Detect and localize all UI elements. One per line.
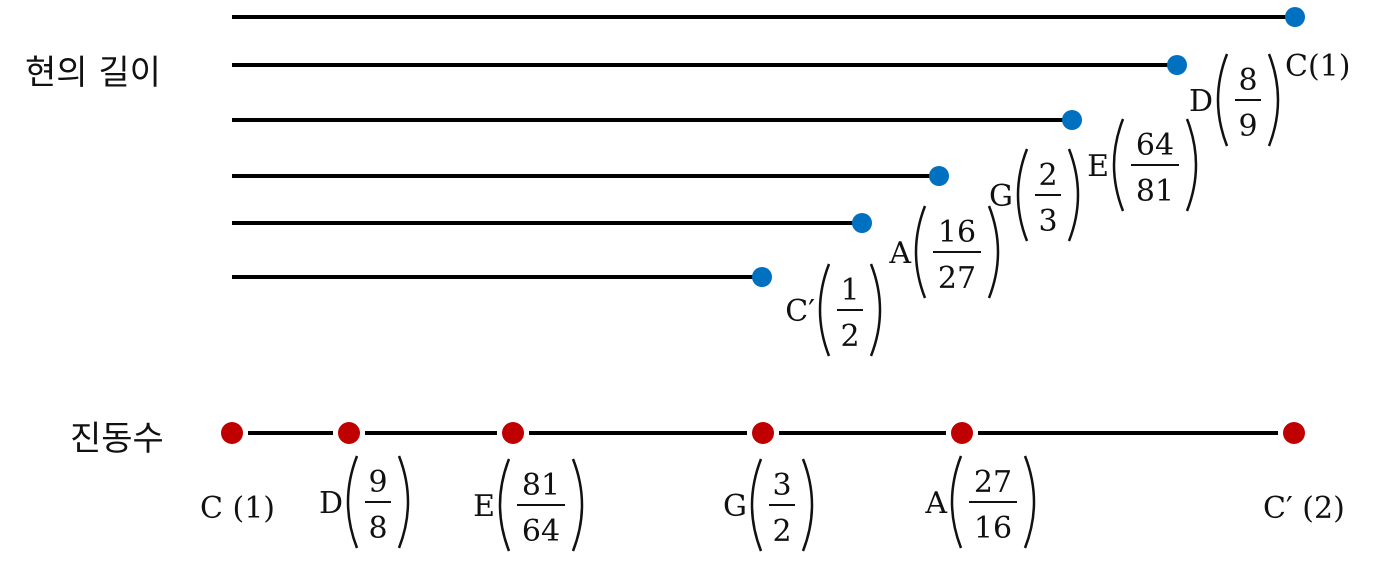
frequency-label-denominator: 2 [772,514,791,549]
string-label-left-paren [818,263,831,357]
string-label-note: G [989,179,1013,214]
string-label-note: C′ [785,294,815,329]
string-label-left-paren [1216,53,1229,147]
string-dot [1062,110,1082,130]
string-dot [1167,55,1187,75]
frequency-label-simple: C′ (2) [1263,491,1345,526]
frequency-label-note: A [924,486,947,521]
string-label-denominator: 9 [1238,109,1257,144]
string-dot [752,267,772,287]
string-label-denominator: 27 [938,261,976,296]
string-label-left-paren [1016,148,1029,242]
frequency-dot [338,422,360,444]
frequency-label-left-paren [950,455,963,549]
string-label-right-paren [1267,53,1280,147]
frequency-dot [502,422,524,444]
frequency-label-denominator: 64 [522,514,560,549]
string-label-left-paren [1112,118,1125,212]
string-label-numerator: 64 [1136,128,1174,163]
string-dot [852,213,872,233]
string-label-numerator: 8 [1238,63,1257,98]
string-label-note: E [1087,149,1109,184]
string-label-left-paren [914,205,927,299]
frequency-label-numerator: 3 [772,468,791,503]
frequency-label-note: E [473,489,495,524]
frequency-label-left-paren [498,458,511,552]
string-label-denominator: 3 [1038,204,1057,239]
string-label-numerator: 2 [1038,158,1057,193]
frequency-label-numerator: 81 [522,468,560,503]
frequency-label-left-paren [346,455,359,549]
frequency-label-right-paren [1023,455,1036,549]
frequency-label-simple: C (1) [200,491,275,526]
frequency-label-right-paren [397,455,410,549]
string-label-numerator: 16 [938,215,976,250]
frequency-label-denominator: 16 [974,511,1012,546]
frequency-label-numerator: 9 [368,465,387,500]
string-dot [929,166,949,186]
frequency-label-note: D [319,486,343,521]
frequency-label-numerator: 27 [974,465,1012,500]
frequency-dot [221,422,243,444]
frequency-label-denominator: 8 [368,511,387,546]
frequency-dot [752,422,774,444]
string-label-c: C(1) [1285,49,1350,84]
string-label-right-paren [1067,148,1080,242]
string-label-note: D [1189,84,1213,119]
string-label-numerator: 1 [840,273,859,308]
frequency-label-right-paren [801,458,814,552]
frequency-label-right-paren [571,458,584,552]
frequency-dot [1283,422,1305,444]
string-label-denominator: 81 [1136,174,1174,209]
frequency-label: 진동수 [70,419,164,459]
string-label-denominator: 2 [840,319,859,354]
frequency-dot [951,422,973,444]
string-dot [1285,7,1305,27]
string-label-right-paren [987,205,1000,299]
string-label-right-paren [1185,118,1198,212]
frequency-label-left-paren [750,458,763,552]
string-label-right-paren [869,263,882,357]
string-label-note: A [888,236,911,271]
frequency-label-note: G [723,489,747,524]
string-length-label: 현의 길이 [25,53,161,93]
